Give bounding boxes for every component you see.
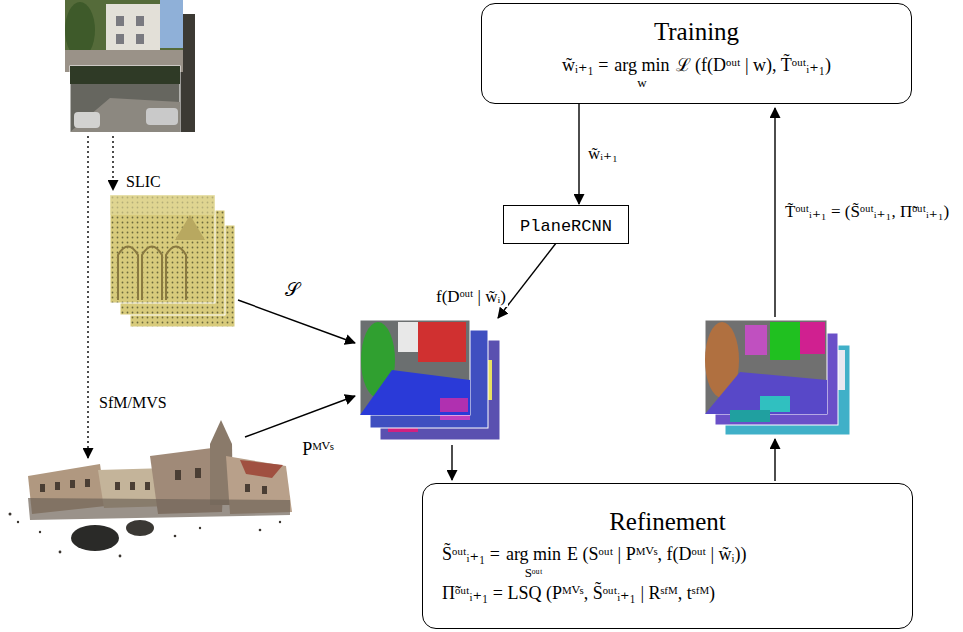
step-label: SfM/MVS — [97, 393, 169, 412]
formula-row: S̃ᵒᵘᵗᵢ₊₁ = arg minSᵒᵘᵗ E (Sᵒᵘᵗ | Pᴹⱽˢ, f(D… — [439, 544, 896, 579]
arrow-label: Pᴹⱽˢ — [300, 439, 336, 461]
formula: ℒ (f(Dᵒᵘᵗ | w), T̃ᵒᵘᵗᵢ₊₁) — [676, 55, 832, 77]
module-name: PlaneRCNN — [520, 217, 612, 236]
box-title: Refinement — [609, 508, 726, 537]
arrow-label: T̃ᵒᵘᵗᵢ₊₁ = (S̃ᵒᵘᵗᵢ₊₁, Π̃ᵒᵘᵗᵢ₊₁) — [783, 202, 951, 222]
operator: arg min — [614, 55, 669, 77]
step-label: SLIC — [124, 172, 163, 191]
operator-subscript: w — [637, 76, 646, 89]
flow-arrow — [578, 104, 579, 204]
formula-row: w̃ᵢ₊₁ = arg minw ℒ (f(Dᵒᵘᵗ | w), T̃ᵒᵘᵗᵢ₊₁) — [498, 55, 895, 90]
text-column: RefinementS̃ᵒᵘᵗᵢ₊₁ = arg minSᵒᵘᵗ E (Sᵒᵘᵗ |… — [439, 508, 896, 605]
text-column: Training w̃ᵢ₊₁ = arg minw ℒ (f(Dᵒᵘᵗ | w), T… — [498, 18, 895, 89]
plane-segmentation-stack — [705, 320, 850, 435]
formula: Π̃ᵒᵘᵗᵢ₊₁ = LSQ (Pᴹⱽˢ, S̃ᵒᵘᵗᵢ₊₁ | Rˢᶠᴹ, t… — [442, 583, 715, 605]
flow-arrows — [88, 108, 775, 481]
operator-stack: arg minSᵒᵘᵗ — [506, 544, 561, 579]
arrow-label: 𝒮 — [283, 279, 302, 302]
operator-stack: arg minw — [614, 55, 669, 90]
box-title: Training — [654, 18, 739, 47]
point-cloud — [9, 420, 293, 557]
process-box: Training w̃ᵢ₊₁ = arg minw ℒ (f(Dᵒᵘᵗ | w), T… — [481, 3, 912, 104]
formula-row: PlaneRCNN — [520, 217, 612, 236]
text-column: PlaneRCNN — [520, 213, 612, 236]
superpixel-stack — [110, 195, 235, 327]
formula: E (Sᵒᵘᵗ | Pᴹⱽˢ, f(Dᵒᵘᵗ | w̃ᵢ)) — [567, 544, 746, 566]
edge-label: w̃ᵢ₊₁ — [586, 144, 620, 164]
operator-subscript: Sᵒᵘᵗ — [525, 566, 543, 579]
arrow-label: f(Dᵒᵘᵗ | w̃ᵢ) — [434, 287, 508, 307]
formula: w̃ᵢ₊₁ = — [562, 55, 608, 77]
plane-segmentation-stack — [360, 320, 500, 440]
formula-row: Π̃ᵒᵘᵗᵢ₊₁ = LSQ (Pᴹⱽˢ, S̃ᵒᵘᵗᵢ₊₁ | Rˢᶠᴹ, t… — [439, 583, 896, 605]
network-box: PlaneRCNN — [503, 205, 629, 244]
operator: arg min — [506, 544, 561, 566]
photo-stack — [65, 0, 195, 132]
formula: S̃ᵒᵘᵗᵢ₊₁ = — [442, 544, 500, 566]
process-box: RefinementS̃ᵒᵘᵗᵢ₊₁ = arg minSᵒᵘᵗ E (Sᵒᵘᵗ |… — [422, 483, 913, 629]
